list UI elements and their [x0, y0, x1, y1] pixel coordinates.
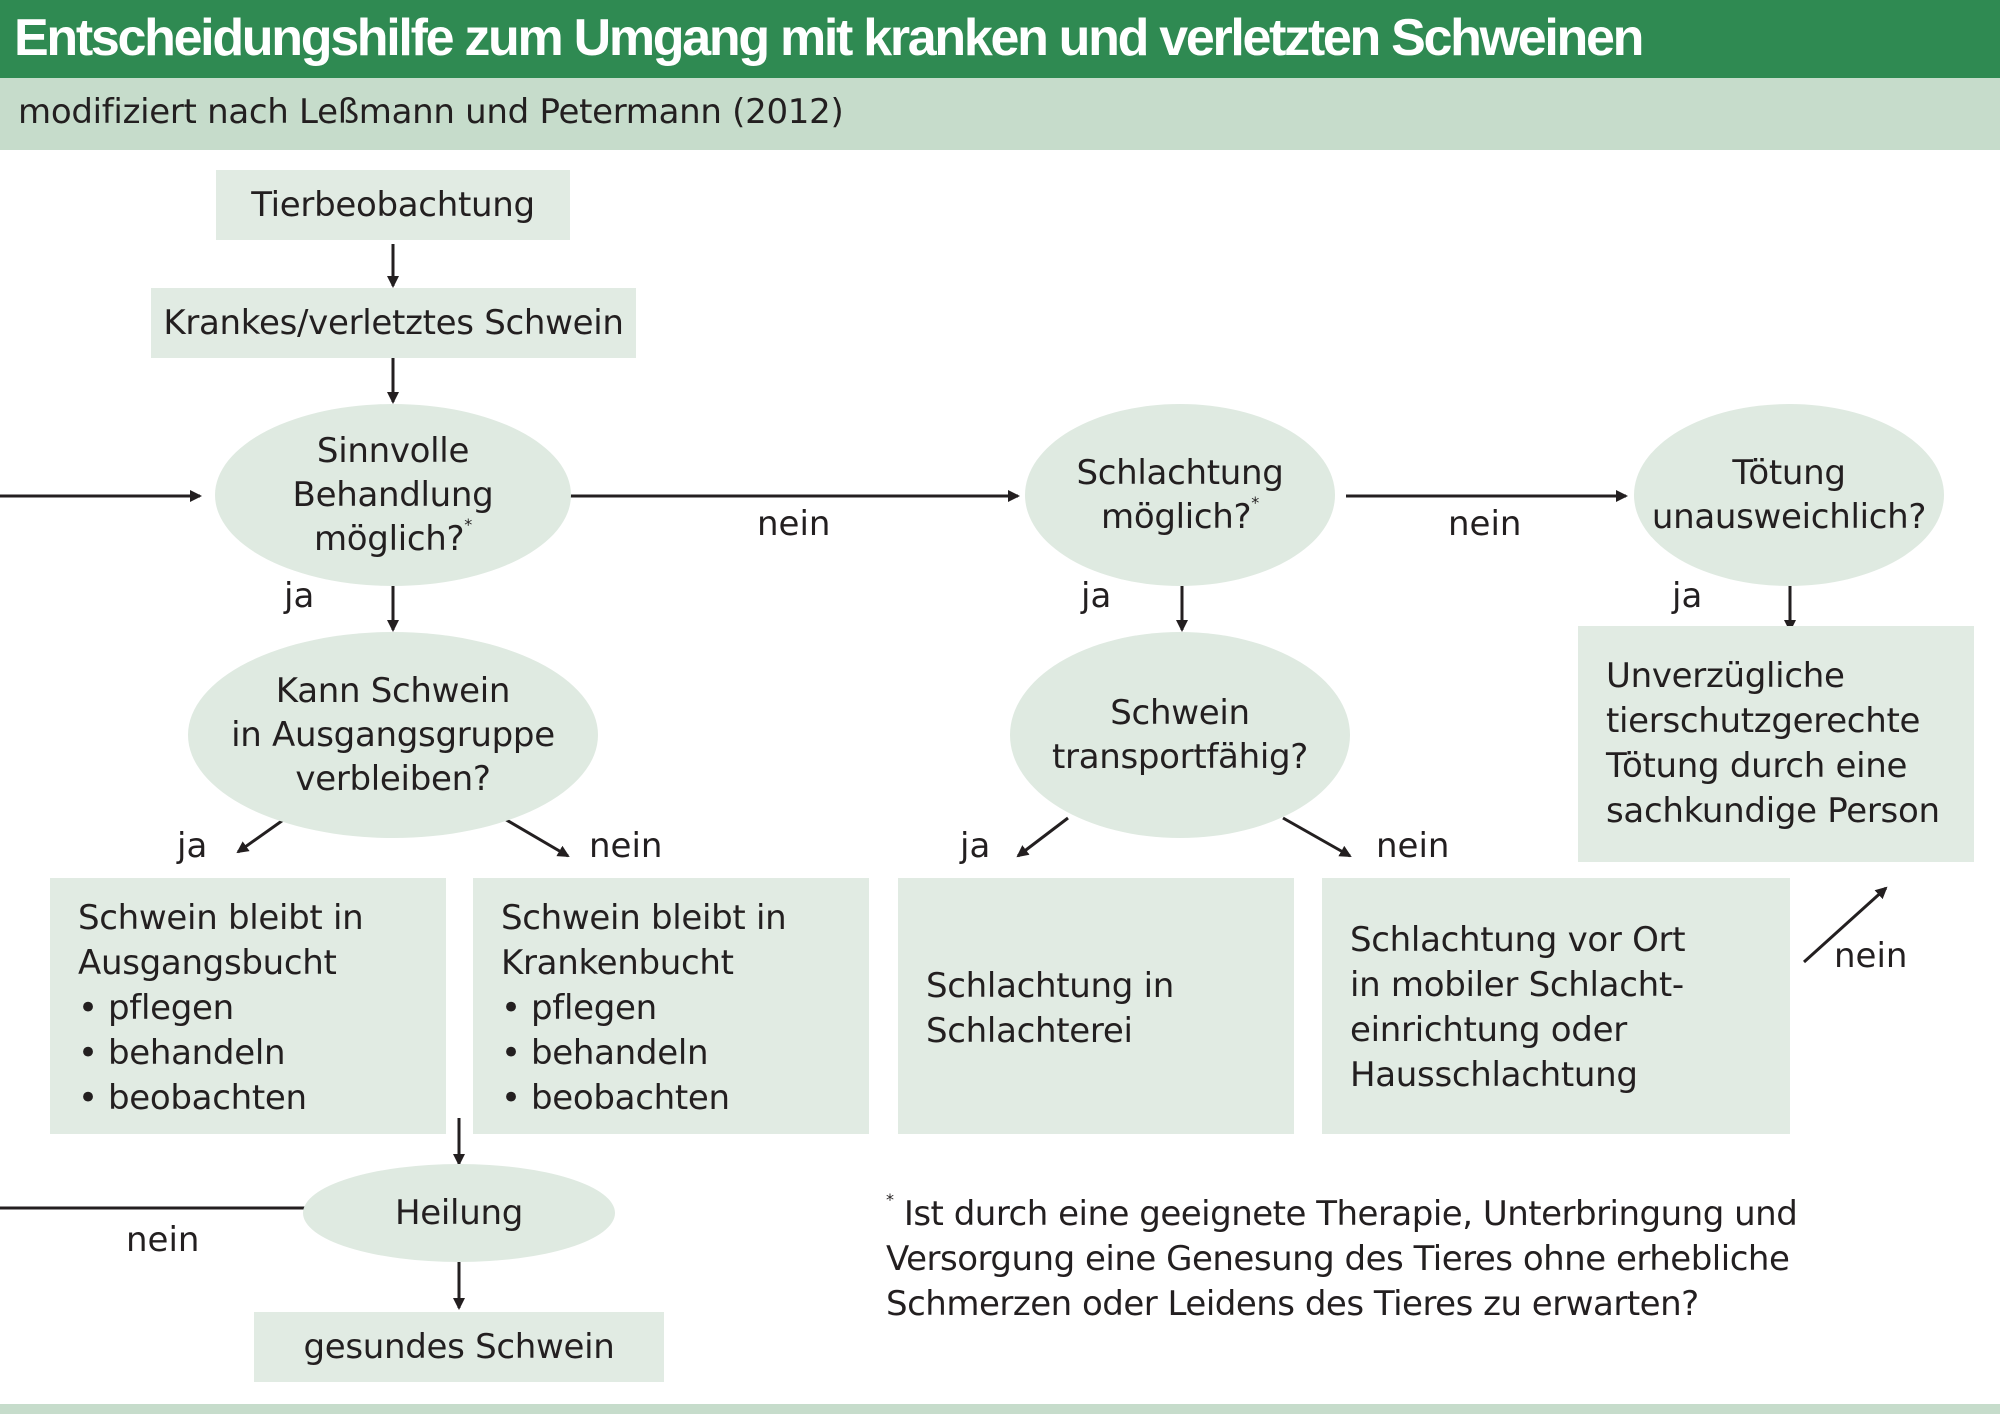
header-bar [0, 0, 2000, 78]
page-title: Entscheidungshilfe zum Umgang mit kranke… [14, 9, 1644, 67]
killing-line3: Tötung durch eine [1606, 746, 1908, 786]
footnote-marker: * [1251, 493, 1259, 512]
footnote-line2: Versorgung eine Genesung des Tieres ohne… [886, 1239, 1790, 1279]
arrow-transport-yes [1016, 816, 1069, 858]
bottom-bar [0, 1404, 2000, 1414]
edge-label-no: nein [1448, 504, 1522, 544]
healthy-pig-label: gesundes Schwein [303, 1326, 615, 1367]
list-item: beobachten [78, 1076, 446, 1121]
slaughterhouse-line2: Schlachterei [926, 1011, 1133, 1051]
stay-sick-heading1: Schwein bleibt in [501, 898, 787, 938]
killing-q-line1: Tötung [1732, 453, 1846, 493]
treatment-q-line3: möglich? [313, 519, 465, 559]
stay-sick-heading2: Krankenbucht [501, 943, 734, 983]
stay-q-line1: Kann Schwein [275, 671, 511, 711]
edge-label-yes: ja [1081, 576, 1112, 616]
arrow-onsite-no-to-killing [1802, 886, 1888, 964]
transport-q-line1: Schwein [1110, 693, 1250, 733]
footnote-marker: * [464, 515, 472, 534]
node-sick-pig-label: Krankes/verletztes Schwein [163, 302, 624, 343]
node-stay-original-pen: Schwein bleibt in Ausgangsbucht pflegen … [50, 878, 446, 1134]
stay-q-line3: verbleiben? [295, 759, 491, 799]
edge-label-no: nein [126, 1220, 200, 1260]
slaughterhouse-line1: Schlachtung in [926, 966, 1174, 1006]
list-item: behandeln [78, 1031, 446, 1076]
node-stay-group-question: Kann Schwein in Ausgangsgruppe verbleibe… [188, 632, 598, 838]
footnote-marker: * [886, 1190, 894, 1209]
slaughter-q-line1: Schlachtung [1076, 453, 1284, 493]
arrow-stay-q-no [502, 816, 570, 858]
footnote-line1: Ist durch eine geeignete Therapie, Unter… [903, 1194, 1798, 1234]
killing-line4: sachkundige Person [1606, 791, 1940, 831]
subheader-bar [0, 78, 2000, 150]
node-stay-sick-pen: Schwein bleibt in Krankenbucht pflegen b… [473, 878, 869, 1134]
node-treatment-question: Sinnvolle Behandlung möglich?* [215, 404, 571, 586]
node-slaughterhouse: Schlachtung in Schlachterei [898, 878, 1294, 1134]
node-transport-question: Schwein transportfähig? [1010, 632, 1350, 838]
edge-label-no: nein [1834, 936, 1908, 976]
node-observation: Tierbeobachtung [216, 170, 570, 240]
treatment-q-line2: Behandlung [292, 475, 494, 515]
transport-q-line2: transportfähig? [1051, 737, 1309, 777]
onsite-line4: Hausschlachtung [1350, 1055, 1638, 1095]
list-item: pflegen [501, 986, 869, 1031]
killing-line2: tierschutzgerechte [1606, 701, 1921, 741]
edge-label-no: nein [757, 504, 831, 544]
edge-label-yes: ja [1672, 576, 1703, 616]
footnote-line3: Schmerzen oder Leidens des Tieres zu erw… [886, 1284, 1699, 1324]
killing-q-line2: unausweichlich? [1651, 497, 1927, 537]
node-killing: Unverzügliche tierschutzgerechte Tötung … [1578, 626, 1974, 862]
arrow-transport-no [1282, 816, 1352, 858]
treatment-q-line1: Sinnvolle [316, 431, 470, 471]
edge-label-yes: ja [960, 826, 991, 866]
stay-original-heading1: Schwein bleibt in [78, 898, 364, 938]
onsite-line1: Schlachtung vor Ort [1350, 920, 1686, 960]
list-item: behandeln [501, 1031, 869, 1076]
node-onsite-slaughter: Schlachtung vor Ort in mobiler Schlacht-… [1322, 878, 1790, 1134]
edge-label-yes: ja [284, 576, 315, 616]
stay-original-heading2: Ausgangsbucht [78, 943, 337, 983]
node-slaughter-question: Schlachtung möglich?* [1025, 404, 1335, 586]
healing-label: Heilung [395, 1193, 523, 1233]
node-sick-pig: Krankes/verletztes Schwein [151, 288, 636, 358]
stay-sick-list: pflegen behandeln beobachten [501, 986, 869, 1121]
stay-original-list: pflegen behandeln beobachten [78, 986, 446, 1121]
list-item: pflegen [78, 986, 446, 1031]
arrow-stay-q-yes [236, 816, 287, 854]
onsite-line2: in mobiler Schlacht- [1350, 965, 1684, 1005]
node-healing: Heilung [303, 1164, 615, 1262]
footnote: * Ist durch eine geeignete Therapie, Unt… [886, 1192, 1966, 1327]
edge-label-no: nein [1376, 826, 1450, 866]
slaughter-q-line2: möglich? [1101, 497, 1252, 537]
page-subtitle: modifiziert nach Leßmann und Petermann (… [18, 92, 844, 132]
onsite-line3: einrichtung oder [1350, 1010, 1627, 1050]
node-healthy-pig: gesundes Schwein [254, 1312, 664, 1382]
list-item: beobachten [501, 1076, 869, 1121]
node-observation-label: Tierbeobachtung [251, 184, 535, 225]
killing-line1: Unverzügliche [1606, 656, 1845, 696]
edge-label-no: nein [589, 826, 663, 866]
edge-label-yes: ja [177, 826, 208, 866]
node-killing-question: Tötung unausweichlich? [1634, 404, 1944, 586]
stay-q-line2: in Ausgangsgruppe [231, 715, 555, 755]
